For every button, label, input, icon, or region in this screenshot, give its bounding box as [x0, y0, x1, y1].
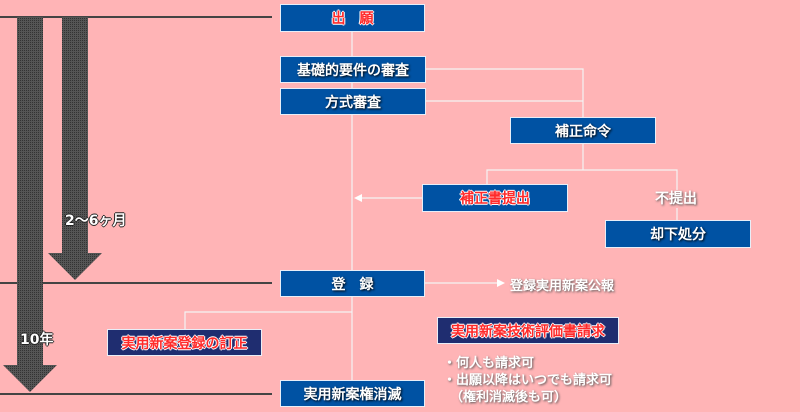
amend-order-box: 補正命令 [510, 117, 656, 144]
tech-eval-label: 実用新案技術評価書請求 [451, 321, 605, 341]
arrow-left-icon [354, 194, 362, 202]
extinction-box: 実用新案権消滅 [280, 380, 425, 407]
filing-box: 出 願 [280, 4, 425, 32]
arrow-right-icon [497, 279, 505, 287]
basic-exam-box: 基礎的要件の審査 [280, 56, 426, 83]
registration-box: 登 録 [280, 270, 425, 297]
arrow-2-6-months [48, 17, 102, 280]
correction-label: 実用新案登録の訂正 [122, 333, 248, 353]
duration-long: 10年 [20, 329, 53, 349]
filing-label: 出 願 [332, 8, 374, 28]
no-submit-label: 不提出 [655, 188, 697, 208]
gazette-label: 登録実用新案公報 [510, 275, 614, 294]
duration-short: 2〜6ヶ月 [65, 210, 126, 230]
dismissal-box: 却下処分 [605, 220, 751, 248]
amend-submit-label: 補正書提出 [460, 188, 530, 208]
note-3: （権利消滅後も可） [450, 386, 567, 405]
correction-box: 実用新案登録の訂正 [107, 329, 262, 356]
formal-exam-box: 方式審査 [280, 88, 426, 115]
amend-submit-box: 補正書提出 [422, 184, 568, 212]
tech-eval-box: 実用新案技術評価書請求 [437, 317, 619, 344]
